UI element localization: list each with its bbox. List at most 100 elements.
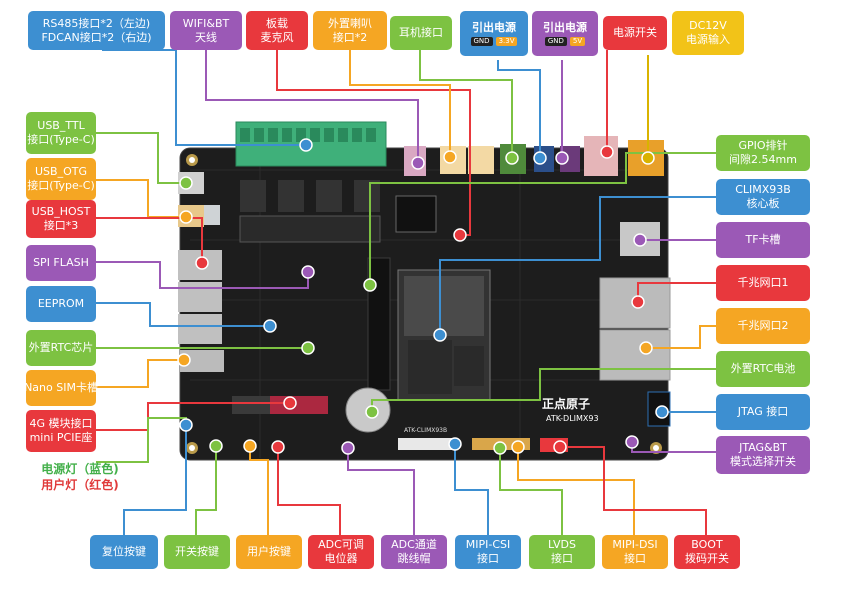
label-text: LVDS [548,538,576,551]
label-text: JTAG&BT [739,441,787,454]
label-text: 4G 模块接口 [29,417,93,430]
label-power-out-3v3: 引出电源 GND 3.3V [460,11,528,56]
label-text: 接口 [551,552,573,565]
label-text: 接口*3 [43,219,79,232]
label-jtag: JTAG 接口 [716,394,810,430]
label-usb-otg: USB_OTG 接口(Type-C) [26,158,96,200]
label-boot-switch: BOOT 拨码开关 [674,535,740,569]
label-jtag-bt-switch: JTAG&BT 模式选择开关 [716,436,810,474]
label-gpio-header: GPIO排针 间隙2.54mm [716,135,810,171]
endpoint-dots [177,138,669,455]
label-text: 开关按键 [175,545,219,558]
label-text: 接口(Type-C) [27,179,95,192]
label-text: RS485接口*2（左边) [42,16,151,30]
label-rs485-fdcan: RS485接口*2（左边) FDCAN接口*2（右边) [28,11,165,50]
label-mipi-dsi: MIPI-DSI 接口 [602,535,668,569]
label-wifi-bt-antenna: WIFI&BT 天线 [170,11,242,50]
label-text: 耳机接口 [399,26,443,39]
label-eeprom: EEPROM [26,286,96,322]
label-text: MIPI-DSI [612,538,658,551]
label-text: 接口*2 [332,30,368,44]
label-user-key: 用户按键 [236,535,302,569]
label-text: CLIMX93B [735,183,791,196]
label-dc12v-input: DC12V 电源输入 [672,11,744,55]
label-adc-potentiometer: ADC可调 电位器 [308,535,374,569]
label-text: WIFI&BT [182,16,230,30]
label-lvds: LVDS 接口 [529,535,595,569]
label-text: 模式选择开关 [730,455,796,468]
label-usb-ttl: USB_TTL 接口(Type-C) [26,112,96,154]
label-text: 接口(Type-C) [27,133,95,146]
label-adc-jumper: ADC通道 跳线帽 [381,535,447,569]
label-text: 电源开关 [613,26,657,39]
label-text: 间隙2.54mm [729,153,797,166]
led-indicator-note: 电源灯（蓝色) 用户灯（红色) [30,461,130,493]
gnd-tag: GND [544,37,567,46]
label-text: 跳线帽 [397,552,431,565]
label-text: SPI FLASH [33,256,89,269]
label-text: 引出电源 [472,21,516,34]
label-text: 接口 [624,552,646,565]
user-led-text: 用户灯（红色) [41,478,119,492]
label-text: 用户按键 [247,545,291,558]
voltage-tag: 5V [569,37,586,46]
brand-text: 正点原子 [542,396,590,411]
label-power-key: 开关按键 [164,535,230,569]
leader-lines [96,49,716,535]
label-text: TF卡槽 [745,233,781,246]
label-text: 外置RTC电池 [730,362,796,375]
label-text: GPIO排针 [738,139,788,152]
label-text: 拨码开关 [685,552,729,565]
label-text: 核心板 [746,197,780,210]
label-text: 外置喇叭 [328,16,372,30]
label-text: EEPROM [37,297,85,310]
label-onboard-mic: 板载 麦克风 [246,11,308,50]
label-core-board: CLIMX93B 核心板 [716,179,810,215]
label-ethernet-2: 千兆网口2 [716,308,810,344]
label-text: USB_TTL [37,119,85,132]
label-rtc-battery: 外置RTC电池 [716,351,810,387]
label-text: 麦克风 [260,30,294,44]
label-text: USB_HOST [31,205,91,218]
label-text: mini PCIE座 [29,431,93,444]
power-out-pins: GND 5V [544,37,586,46]
label-text: ADC通道 [391,538,437,551]
label-text: 板载 [266,16,288,30]
voltage-tag: 3.3V [495,37,518,46]
label-power-out-5v: 引出电源 GND 5V [532,11,598,56]
power-led-text: 电源灯（蓝色) [41,462,119,476]
label-ethernet-1: 千兆网口1 [716,265,810,301]
label-nano-sim: Nano SIM卡槽 [24,370,98,406]
label-power-switch: 电源开关 [603,16,667,50]
model-text: ATK-DLIMX93 [546,414,599,423]
label-text: 接口 [477,552,499,565]
label-speaker-port: 外置喇叭 接口*2 [313,11,387,50]
gnd-tag: GND [470,37,493,46]
label-earphone-port: 耳机接口 [390,16,452,50]
label-text: ADC可调 [318,538,364,551]
label-rtc-chip: 外置RTC芯片 [26,330,96,366]
label-text: JTAG 接口 [737,405,789,418]
label-mipi-csi: MIPI-CSI 接口 [455,535,521,569]
label-text: USB_OTG [35,165,87,178]
label-text: 千兆网口2 [737,319,789,332]
label-text: FDCAN接口*2（右边) [41,30,152,44]
label-text: 电位器 [324,552,358,565]
label-text: 复位按键 [102,545,146,558]
label-4g-pcie: 4G 模块接口 mini PCIE座 [26,410,96,452]
label-text: 千兆网口1 [737,276,789,289]
label-spi-flash: SPI FLASH [26,245,96,281]
label-text: 天线 [195,30,217,44]
label-text: 外置RTC芯片 [28,341,94,354]
label-usb-host: USB_HOST 接口*3 [26,200,96,238]
power-out-pins: GND 3.3V [470,37,518,46]
label-text: MIPI-CSI [465,538,511,551]
label-text: 电源输入 [686,33,730,46]
core-module-text: ATK-CLIMX93B [404,427,447,434]
label-text: DC12V [689,19,727,32]
label-text: Nano SIM卡槽 [24,381,98,394]
label-text: 引出电源 [543,21,587,34]
label-reset-key: 复位按键 [90,535,158,569]
label-text: BOOT [691,538,723,551]
